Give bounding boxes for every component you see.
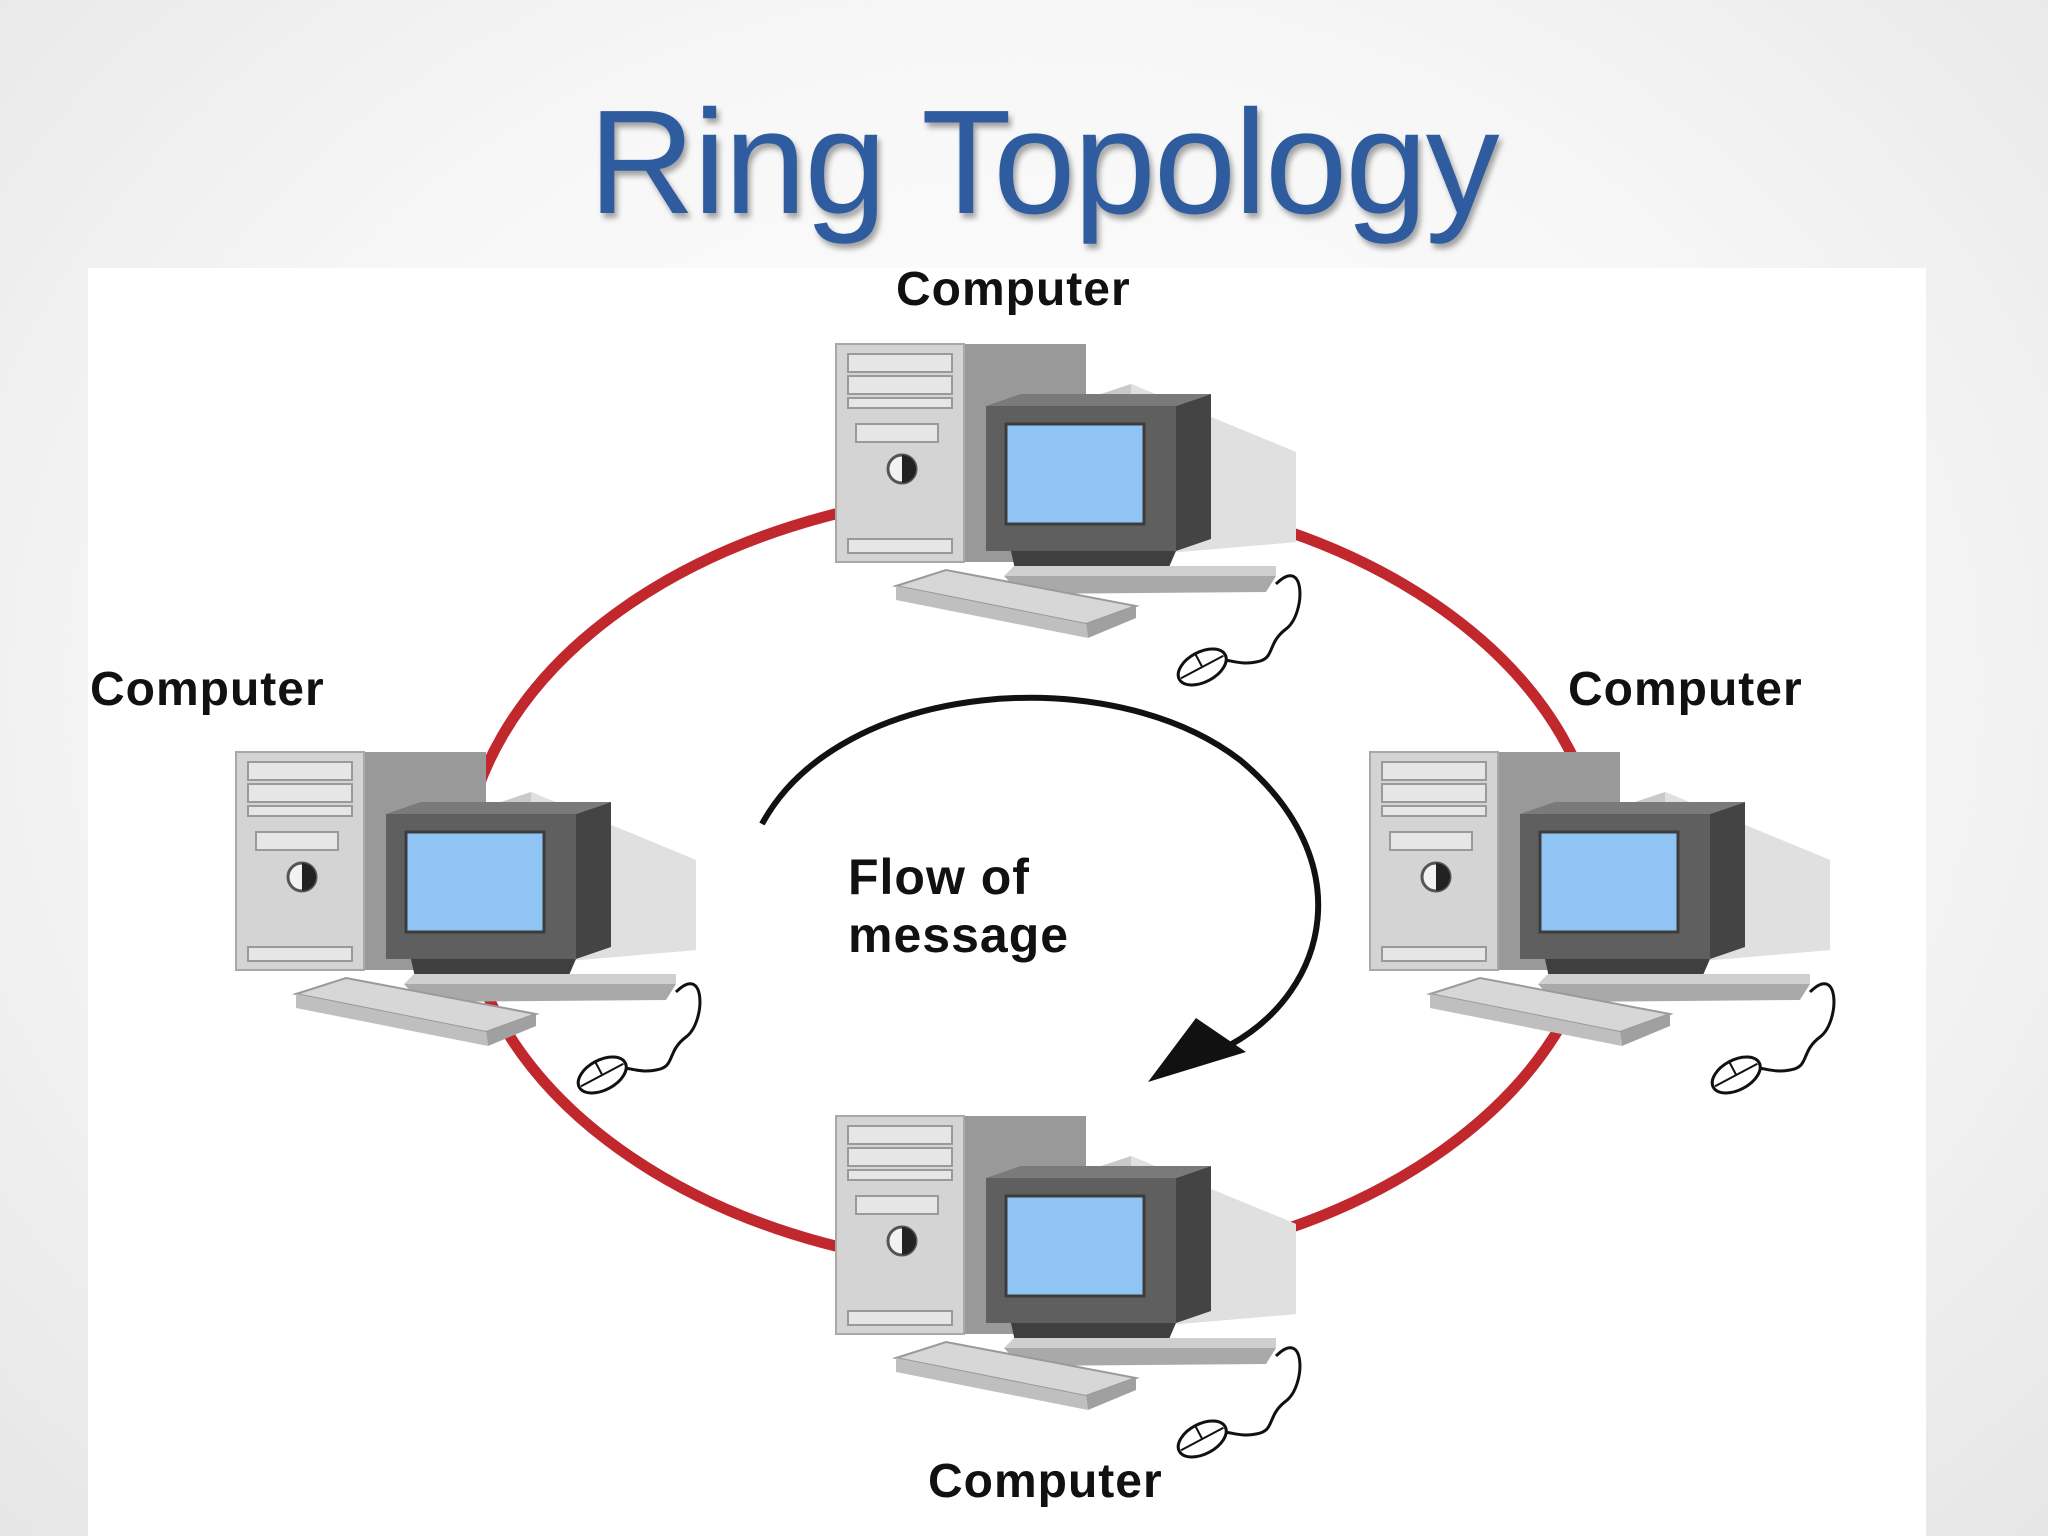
slide-title: Ring Topology — [588, 80, 1499, 245]
node-label-right: Computer — [1568, 663, 1803, 716]
computer-icon — [834, 1114, 1302, 1466]
computer-icon — [1368, 750, 1836, 1102]
node-label-left: Computer — [90, 663, 325, 716]
flow-arrowhead-icon — [1148, 1018, 1246, 1082]
flow-arrow-icon — [759, 694, 1322, 1048]
node-label-top: Computer — [896, 263, 1131, 316]
node-label-bottom: Computer — [928, 1455, 1163, 1508]
flow-label: Flow of message — [848, 848, 1069, 964]
computer-icon — [834, 342, 1302, 694]
computer-icon — [234, 750, 702, 1102]
flow-label-line1: Flow of — [848, 849, 1030, 905]
flow-label-line2: message — [848, 907, 1070, 963]
